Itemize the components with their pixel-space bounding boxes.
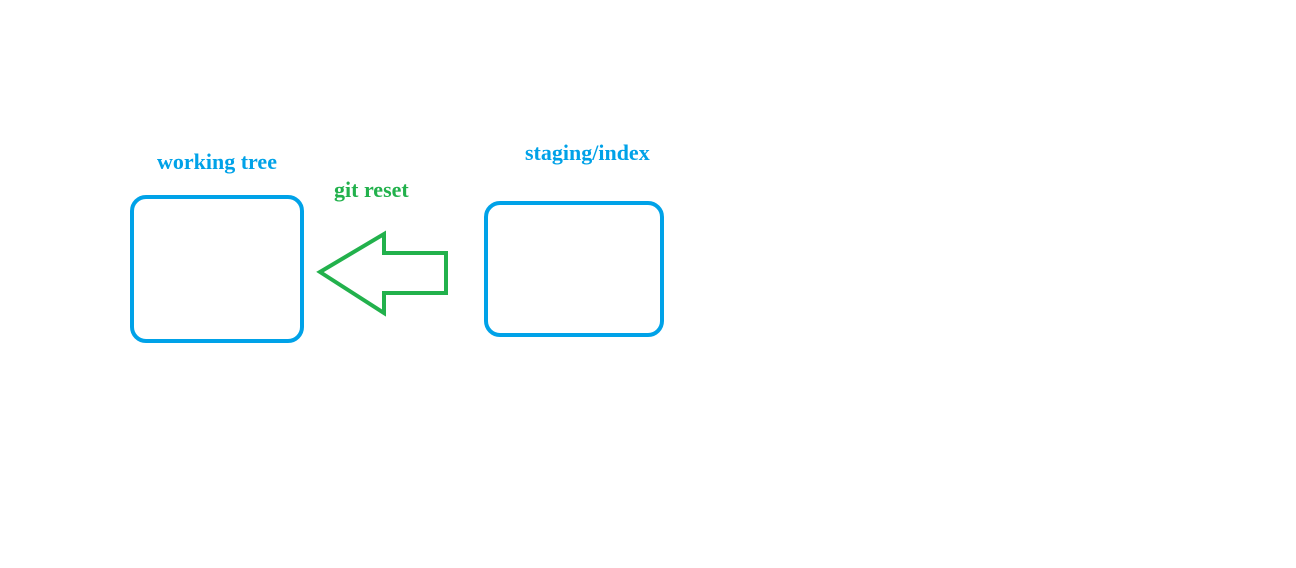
- staging-index-box: [484, 201, 664, 337]
- working-tree-label: working tree: [157, 149, 277, 174]
- git-reset-arrow: [316, 230, 448, 317]
- git-reset-label: git reset: [334, 177, 409, 202]
- working-tree-box: [130, 195, 304, 343]
- staging-index-label: staging/index: [525, 140, 650, 165]
